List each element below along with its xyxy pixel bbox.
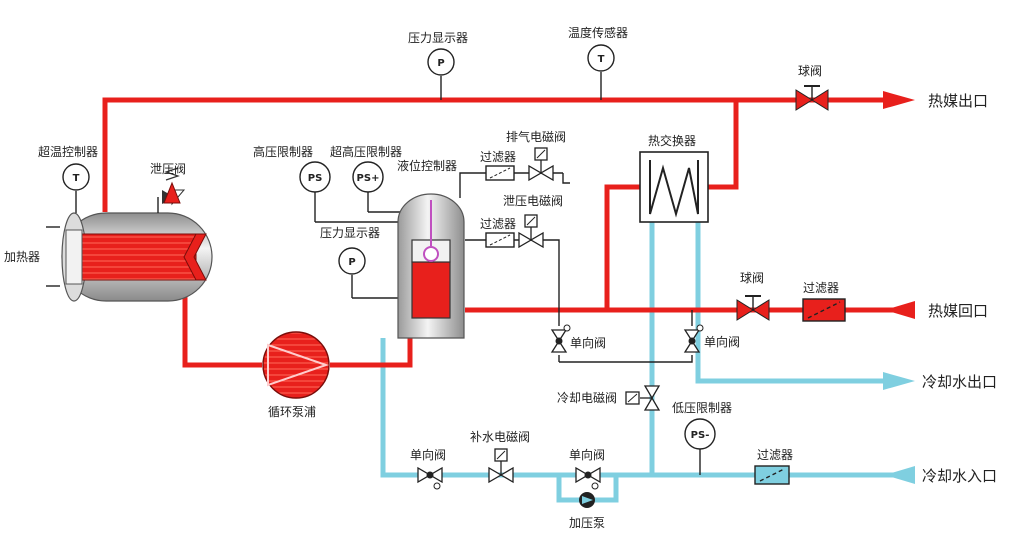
label-hot-out: 热媒出口 bbox=[928, 92, 988, 110]
exhaust-solenoid-valve bbox=[528, 147, 554, 182]
gauge-symbol: PS- bbox=[691, 430, 710, 441]
label-over-temp-ctrl: 超温控制器 bbox=[38, 144, 98, 159]
low-pressure-gauge: PS- bbox=[684, 418, 716, 450]
tank-pressure-gauge: P bbox=[338, 247, 366, 275]
ball-valve-return bbox=[736, 295, 770, 321]
filter-relief bbox=[485, 232, 515, 248]
label-filter-exhaust: 过滤器 bbox=[480, 150, 516, 164]
label-cooling-water-in: 冷却水入口 bbox=[922, 467, 997, 485]
ultra-high-pressure-gauge: PS+ bbox=[352, 161, 384, 193]
signal-lines bbox=[75, 72, 701, 475]
label-heat-exchanger: 热交换器 bbox=[648, 133, 696, 148]
label-check-valve-low2: 单向阀 bbox=[569, 447, 605, 462]
label-filter-relief: 过滤器 bbox=[480, 217, 516, 231]
label-check-valve-mid1: 单向阀 bbox=[570, 335, 606, 350]
cold-in-arrow bbox=[885, 466, 915, 484]
labels: 压力显示器 温度传感器 球阀 热媒出口 超温控制器 泄压阀 加热器 高压限制器 … bbox=[4, 25, 997, 530]
label-relief-valve: 泄压阀 bbox=[150, 162, 186, 176]
filter-return bbox=[802, 298, 846, 322]
label-ultra-high-pressure-limit: 超高压限制器 bbox=[330, 144, 402, 159]
check-valve-mid2 bbox=[683, 324, 704, 353]
gauge-symbol: P bbox=[348, 257, 355, 268]
label-ball-valve-return: 球阀 bbox=[740, 271, 764, 285]
expansion-tank bbox=[397, 193, 465, 339]
relief-solenoid-valve bbox=[518, 214, 544, 249]
label-booster-pump: 加压泵 bbox=[569, 516, 605, 530]
cooling-solenoid-valve bbox=[625, 385, 661, 411]
label-circ-pump: 循环泵浦 bbox=[268, 405, 316, 419]
heat-exchanger bbox=[639, 151, 709, 223]
pressure-gauge-top: P bbox=[427, 48, 455, 76]
label-temp-sensor: 温度传感器 bbox=[568, 25, 628, 40]
check-valve-low1 bbox=[417, 466, 443, 490]
label-filter-return: 过滤器 bbox=[803, 281, 839, 295]
makeup-solenoid-valve bbox=[488, 448, 514, 484]
check-valve-low2 bbox=[575, 466, 601, 490]
gauge-symbol: T bbox=[73, 173, 80, 184]
hot-out-arrow bbox=[883, 91, 915, 109]
filter-exhaust bbox=[485, 165, 515, 181]
label-pressure-display-top: 压力显示器 bbox=[408, 31, 468, 45]
filter-cold-in bbox=[754, 465, 790, 485]
label-hot-return: 热媒回口 bbox=[928, 302, 988, 320]
hot-return-arrow bbox=[885, 301, 915, 319]
label-cooling-solenoid: 冷却电磁阀 bbox=[557, 390, 617, 405]
temp-gauge-top: T bbox=[587, 44, 615, 72]
label-makeup-solenoid: 补水电磁阀 bbox=[470, 429, 530, 444]
label-ball-valve-top: 球阀 bbox=[798, 64, 822, 78]
over-temp-gauge: T bbox=[62, 163, 90, 191]
cold-out-arrow bbox=[883, 372, 915, 390]
booster-pump bbox=[579, 492, 595, 508]
label-exhaust-solenoid: 排气电磁阀 bbox=[506, 129, 566, 144]
gauge-symbol: PS bbox=[308, 173, 323, 184]
label-pressure-display-tank: 压力显示器 bbox=[320, 226, 380, 240]
label-low-pressure-limit: 低压限制器 bbox=[672, 401, 732, 415]
gauge-symbol: PS+ bbox=[357, 173, 380, 184]
label-cooling-water-out: 冷却水出口 bbox=[922, 373, 997, 391]
gauge-symbol: P bbox=[437, 58, 444, 69]
ball-valve-top bbox=[795, 85, 829, 111]
label-check-valve-low1: 单向阀 bbox=[410, 447, 446, 462]
circulation-pump bbox=[262, 331, 330, 399]
label-filter-cold-in: 过滤器 bbox=[757, 448, 793, 462]
high-pressure-gauge: PS bbox=[299, 161, 331, 193]
label-check-valve-mid2: 单向阀 bbox=[704, 334, 740, 349]
label-relief-solenoid: 泄压电磁阀 bbox=[503, 193, 563, 208]
gauge-symbol: T bbox=[598, 54, 605, 65]
label-high-pressure-limit: 高压限制器 bbox=[253, 144, 313, 159]
check-valve-mid1 bbox=[550, 324, 571, 353]
label-level-ctrl: 液位控制器 bbox=[397, 158, 457, 173]
label-heater: 加热器 bbox=[4, 250, 40, 264]
heater bbox=[46, 212, 213, 302]
relief-valve bbox=[157, 167, 186, 213]
